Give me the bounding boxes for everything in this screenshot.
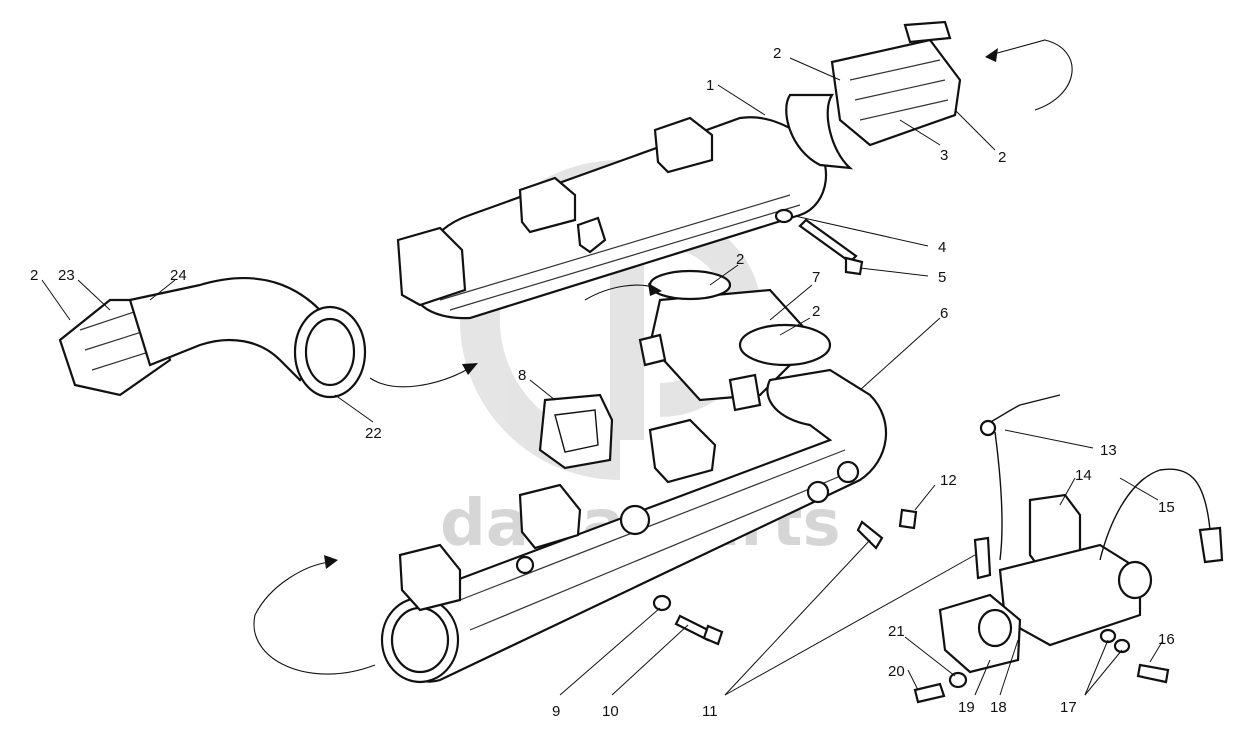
callout-3: 3 (940, 147, 948, 164)
callout-15: 15 (1158, 499, 1175, 516)
callout-6: 6 (940, 305, 948, 322)
callout-8: 8 (518, 367, 526, 384)
callout-24: 24 (170, 267, 187, 284)
elbow-pipe-22 (58, 277, 367, 399)
callout-2: 2 (812, 303, 820, 320)
callout-22: 22 (365, 425, 382, 442)
callout-11: 11 (702, 703, 718, 720)
leader-lines (41, 57, 1163, 696)
callout-16: 16 (1158, 631, 1175, 648)
gasket-8 (538, 393, 614, 470)
callout-17: 17 (1060, 699, 1077, 716)
callout-2: 2 (736, 251, 744, 268)
callout-4: 4 (938, 239, 946, 256)
callout-2: 2 (30, 267, 38, 284)
callout-13: 13 (1100, 442, 1117, 459)
fasteners (652, 508, 1170, 704)
callout-12: 12 (940, 472, 957, 489)
callout-5: 5 (938, 269, 946, 286)
callout-7: 7 (812, 269, 820, 286)
callout-1: 1 (706, 77, 714, 94)
callout-18: 18 (990, 699, 1007, 716)
callout-14: 14 (1075, 467, 1092, 484)
callout-9: 9 (552, 703, 560, 720)
upper-exhaust-manifold (396, 20, 962, 320)
callout-20: 20 (888, 663, 905, 680)
callout-21: 21 (888, 623, 905, 640)
callout-2: 2 (773, 45, 781, 62)
valve-assembly (938, 394, 1224, 674)
callout-labels: 1 2 3 2 4 5 2 7 2 6 2 23 24 22 8 12 13 1… (30, 45, 1175, 720)
flow-arrows (253, 39, 1073, 675)
callout-10: 10 (602, 703, 619, 720)
callout-23: 23 (58, 267, 75, 284)
lower-exhaust-manifold (380, 368, 888, 684)
callout-2: 2 (998, 149, 1006, 166)
bolt-and-washer-4-5 (774, 208, 864, 276)
callout-19: 19 (958, 699, 975, 716)
